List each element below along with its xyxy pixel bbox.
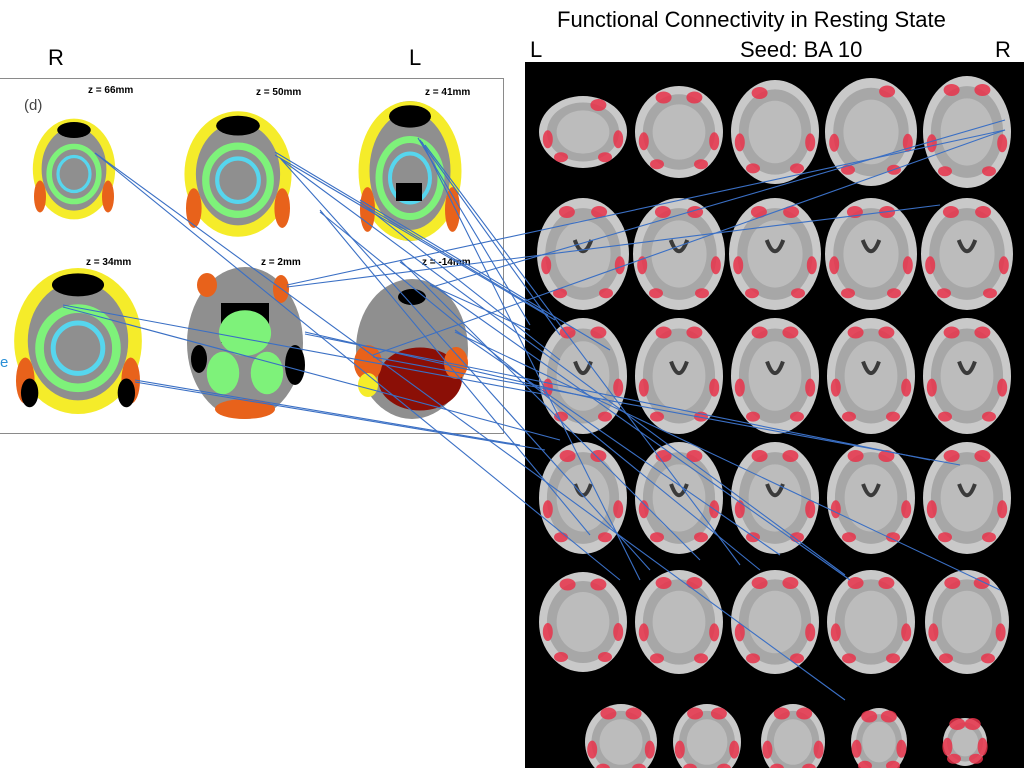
atlas-slice-zminus14	[354, 279, 468, 419]
mri-slice-r3c4	[827, 318, 915, 434]
mri-slice-r1c3	[731, 80, 819, 184]
atlas-slice-z50	[184, 111, 292, 237]
mri-slice-r5c3	[731, 570, 819, 674]
mri-slice-r1c5	[923, 76, 1011, 188]
mri-slice-r4c3	[731, 442, 819, 554]
mri-slice-r2c2	[633, 198, 725, 310]
mri-slice-r5c2	[635, 570, 723, 674]
mri-slice-r5c4	[827, 570, 915, 674]
mri-slice-r4c2	[635, 442, 723, 554]
left-panel-side-label-right-hemisphere: R	[48, 45, 64, 70]
resting-state-slice-panel	[525, 62, 1024, 768]
mri-slice-r3c5	[923, 318, 1011, 434]
atlas-slice-z34	[14, 267, 142, 415]
z-label-66: z = 66mm	[88, 85, 134, 96]
atlas-slice-panel: (d) e z = 66mm z = 50mm z = 41mm z = 34m…	[0, 78, 504, 434]
mri-slice-r6c2	[673, 704, 741, 768]
figure-title: Functional Connectivity in Resting State	[557, 7, 946, 32]
cropped-caption-letter: e	[0, 354, 9, 371]
mri-slice-r2c1	[537, 198, 629, 310]
mri-slice-r3c1	[539, 318, 627, 434]
mri-slice-r6c1	[585, 704, 657, 768]
atlas-slice-z2	[187, 267, 305, 419]
z-label-41: z = 41mm	[425, 87, 471, 98]
atlas-slices	[14, 101, 468, 419]
atlas-slice-z41	[358, 101, 462, 241]
mri-slice-r1c4	[825, 78, 917, 186]
seed-label: Seed: BA 10	[740, 37, 863, 62]
mri-slice-r6c5	[942, 718, 988, 766]
mri-slice-r3c3	[731, 318, 819, 434]
mri-slice-grid	[537, 76, 1013, 768]
mri-slice-r6c4	[851, 708, 907, 768]
mri-slice-r2c5	[921, 198, 1013, 310]
atlas-slice-z66	[32, 118, 116, 220]
mri-slice-r2c3	[729, 198, 821, 310]
z-label-50: z = 50mm	[256, 87, 302, 98]
mri-slice-r1c1	[539, 96, 627, 168]
mri-slice-r2c4	[825, 198, 917, 310]
panel-letter: (d)	[24, 97, 43, 114]
mri-slice-r6c3	[761, 704, 825, 768]
right-panel-side-label-left-hemisphere: L	[530, 37, 543, 62]
mri-slice-r4c5	[923, 442, 1011, 554]
left-panel-side-label-left-hemisphere: L	[409, 45, 422, 70]
mri-slice-r5c1	[539, 572, 627, 672]
mri-slice-r1c2	[635, 86, 723, 178]
mri-slice-r4c1	[539, 442, 627, 554]
mri-slice-r5c5	[925, 570, 1009, 674]
mri-slice-r4c4	[827, 442, 915, 554]
right-panel-side-label-right-hemisphere: R	[995, 37, 1011, 62]
mri-slice-r3c2	[635, 318, 723, 434]
